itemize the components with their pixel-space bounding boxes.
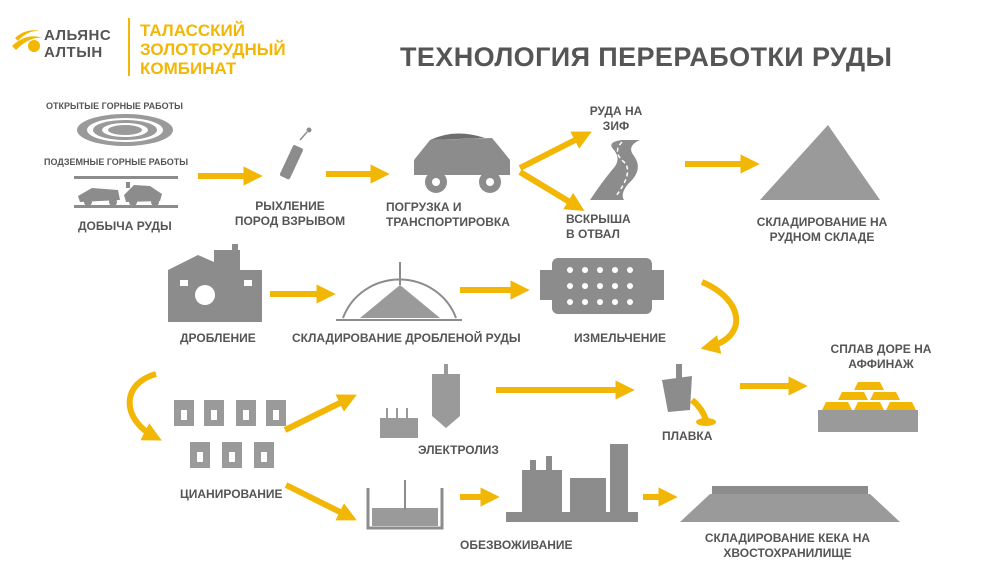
label-ore-zif: РУДА НА ЗИФ [586,104,646,134]
label-ore-zif-line1: РУДА НА [589,104,643,118]
dewatering-plant-icon [506,444,638,522]
label-blasting: РЫХЛЕНИЕ ПОРОД ВЗРЫВОМ [230,199,350,229]
label-tailings: СКЛАДИРОВАНИЕ КЕКА НА ХВОСТОХРАНИЛИЩЕ [700,531,875,561]
plant-name-line2: ЗОЛОТОРУДНЫЙ [140,40,286,59]
label-loading-line1: ПОГРУЗКА И [386,200,462,214]
ore-pile-icon [760,125,880,200]
label-crushing: ДРОБЛЕНИЕ [180,331,256,345]
plant-name-line1: ТАЛАССКИЙ [140,21,245,40]
label-dore-line2: АФФИНАЖ [848,357,914,371]
header-divider [128,18,130,76]
road-icon [590,140,640,200]
brand-name: АЛЬЯНС АЛТЫН [44,27,111,61]
label-dewatering: ОБЕЗВОЖИВАНИЕ [460,538,573,552]
label-tailings-line2: ХВОСТОХРАНИЛИЩЕ [723,546,852,560]
label-overburden-line1: ВСКРЫША [566,212,631,226]
arrow-cyanidation-to-dewatering [284,482,357,521]
label-stockpile-line2: РУДНОМ СКЛАДЕ [769,230,875,244]
filter-press-icon [366,480,444,530]
leach-tanks-icon [174,400,286,468]
tailings-pond-icon [680,486,900,522]
label-crushed-storage: СКЛАДИРОВАНИЕ ДРОБЛЕНОЙ РУДЫ [292,331,521,345]
label-loading: ПОГРУЗКА И ТРАНСПОРТИРОВКА [386,200,510,230]
label-underground: ПОДЗЕМНЫЕ ГОРНЫЕ РАБОТЫ [44,157,189,167]
dump-truck-icon [414,133,510,193]
arrow-grinding-to-smelting [700,279,740,354]
label-dore-line1: СПЛАВ ДОРЕ НА [830,342,932,356]
label-cyanidation: ЦИАНИРОВАНИЕ [180,487,283,501]
label-stockpile-line1: СКЛАДИРОВАНИЕ НА [756,215,888,229]
smelting-ladle-icon [662,364,716,426]
logo [10,24,44,56]
label-loading-line2: ТРАНСПОРТИРОВКА [386,215,510,229]
label-ore-zif-line2: ЗИФ [602,119,630,133]
label-grinding: ИЗМЕЛЬЧЕНИЕ [574,331,667,345]
label-tailings-line1: СКЛАДИРОВАНИЕ КЕКА НА [704,531,871,545]
page-title: ТЕХНОЛОГИЯ ПЕРЕРАБОТКИ РУДЫ [400,42,893,72]
label-dore: СПЛАВ ДОРЕ НА АФФИНАЖ [826,342,936,372]
label-overburden: ВСКРЫША В ОТВАЛ [566,212,631,242]
label-blasting-line1: РЫХЛЕНИЕ [255,199,325,213]
label-electrolysis: ЭЛЕКТРОЛИЗ [418,443,499,457]
column-tank-icon [432,364,460,428]
crusher-plant-icon [168,244,262,322]
arrow-loading-to-zif [518,131,592,171]
label-overburden-line2: В ОТВАЛ [566,227,620,241]
label-smelting: ПЛАВКА [662,429,713,443]
arrow-to-cyanidation [126,371,162,441]
label-mining: ДОБЫЧА РУДЫ [78,219,172,233]
plant-name: ТАЛАССКИЙ ЗОЛОТОРУДНЫЙ КОМБИНАТ [140,21,340,78]
sun-swoosh-logo-icon [12,30,43,52]
ball-mill-icon [540,258,664,314]
brand-name-line2: АЛТЫН [44,44,103,61]
label-blasting-line2: ПОРОД ВЗРЫВОМ [234,214,346,228]
dynamite-icon [279,127,312,180]
gold-bars-icon [818,382,918,432]
label-stockpile: СКЛАДИРОВАНИЕ НА РУДНОМ СКЛАДЕ [752,215,892,245]
electrolysis-cell-icon [380,408,418,438]
open-pit-icon [77,114,173,146]
label-open-pit: ОТКРЫТЫЕ ГОРНЫЕ РАБОТЫ [46,101,183,111]
plant-name-line3: КОМБИНАТ [140,59,237,78]
arrow-cyanidation-to-electrolysis [283,394,357,433]
underground-mining-icon [74,176,178,208]
storage-dome-icon [336,262,462,321]
brand-name-line1: АЛЬЯНС [44,27,112,44]
arrow-loading-to-overburden [518,169,585,211]
